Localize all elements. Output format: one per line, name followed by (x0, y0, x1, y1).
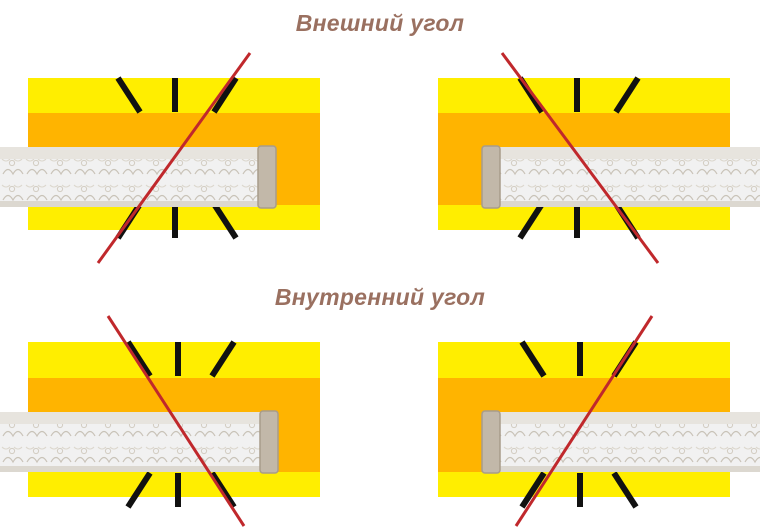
cut-line (106, 315, 246, 527)
inner-corner-left-diagram (0, 315, 320, 527)
ceiling-molding (0, 145, 277, 209)
cut-line (500, 52, 660, 264)
cut-line (96, 52, 252, 264)
guide-slots (125, 340, 237, 509)
ceiling-molding (481, 145, 760, 209)
outer-corner-heading: Внешний угол (295, 10, 465, 36)
ceiling-molding (481, 410, 760, 474)
inner-corner-heading: Внутренний угол (274, 284, 486, 310)
inner-corner-right-diagram (438, 315, 760, 527)
cut-line (514, 315, 654, 527)
ceiling-molding (0, 410, 279, 474)
outer-corner-right-diagram (438, 52, 760, 264)
outer-corner-left-diagram (0, 52, 320, 264)
